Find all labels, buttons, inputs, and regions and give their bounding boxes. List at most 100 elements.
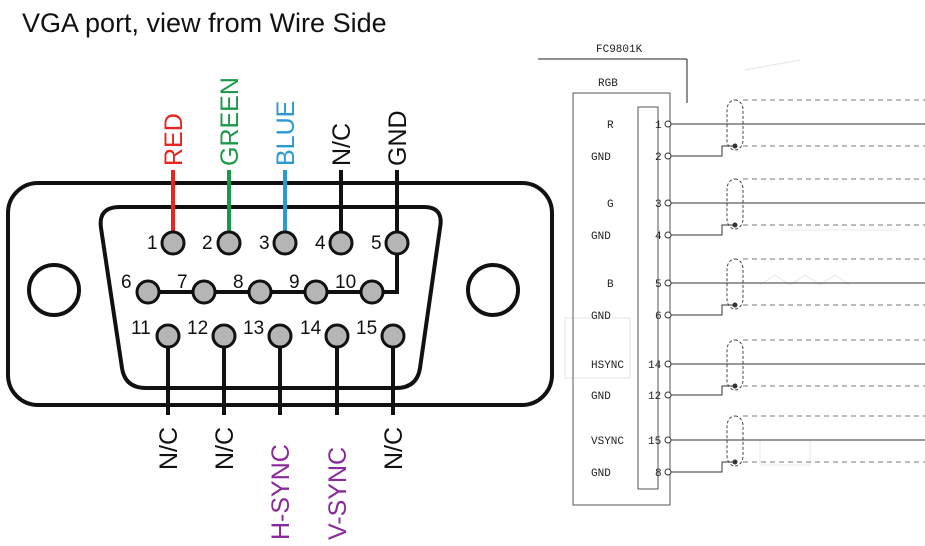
pin-11: [155, 323, 181, 349]
pin-7: [191, 279, 217, 305]
cable-shield: [726, 178, 744, 230]
pin-label: 3: [655, 199, 662, 211]
pin-9: [303, 279, 329, 305]
signal-label: GND: [591, 231, 611, 243]
signal-label: GND: [591, 152, 611, 164]
pin-terminal: [664, 231, 672, 239]
pin-10: [359, 279, 385, 305]
mounting-hole-right: [466, 263, 520, 317]
pin-number: 9: [289, 272, 300, 293]
shield-junction: [732, 222, 738, 228]
pin-number: 14: [300, 318, 322, 339]
signal-label: HSYNC: [591, 360, 624, 372]
signal-label: B: [607, 279, 614, 291]
ground-wire: [671, 145, 735, 157]
pin-number: 7: [177, 272, 188, 293]
pin-label: 14: [648, 360, 662, 372]
pin-5: [384, 230, 410, 256]
pin-label: 4: [655, 231, 662, 243]
ground-wire: [671, 304, 735, 316]
ghost-line: [744, 59, 801, 71]
cable-shield: [726, 99, 744, 151]
ground-wire: [671, 461, 735, 473]
diagram-title: VGA port, view from Wire Side: [22, 8, 387, 38]
pin-15: [380, 323, 406, 349]
pin-4: [328, 230, 354, 256]
pin-number: 6: [121, 272, 132, 293]
top-label-gnd: GND: [384, 110, 412, 166]
top-label-blue: BLUE: [272, 101, 300, 166]
cable-shield: [726, 258, 744, 310]
pin-number: 3: [259, 233, 270, 254]
pin-label: 15: [648, 436, 661, 448]
connector-body-outer: [572, 92, 671, 506]
pin-number: 2: [202, 233, 213, 254]
pin-terminal: [664, 279, 672, 287]
top-signal-labels: RED GREEN BLUE N/C GND: [160, 77, 412, 166]
signal-label: GND: [591, 391, 611, 403]
pin-2: [216, 230, 242, 256]
top-label-green: GREEN: [216, 77, 244, 166]
ghost-line: [759, 274, 851, 286]
pin-terminal: [664, 120, 672, 128]
shield-junction: [732, 459, 738, 465]
signal-label: GND: [591, 311, 611, 323]
pin-6: [135, 279, 161, 305]
pin-terminal: [664, 311, 672, 319]
pin-label: 12: [648, 391, 661, 403]
shield-junction: [732, 302, 738, 308]
pin-label: 6: [655, 311, 662, 323]
pin-1: [160, 230, 186, 256]
connector-header: RGB: [598, 78, 618, 90]
ground-wire: [671, 224, 735, 236]
pin-8: [247, 279, 273, 305]
pin-number: 8: [233, 272, 244, 293]
pin-number: 1: [147, 233, 158, 254]
bottom-label-nc: N/C: [380, 427, 408, 470]
pin-terminal: [664, 436, 672, 444]
pin-number: 10: [335, 272, 356, 293]
pin-terminal: [664, 152, 672, 160]
pin-12: [211, 323, 237, 349]
pin-label: 2: [655, 152, 662, 164]
shield-junction: [732, 383, 738, 389]
bottom-label-nc: N/C: [211, 427, 239, 470]
pin-number: 12: [187, 318, 208, 339]
cable-shield: [726, 339, 744, 391]
pin-terminal: [664, 360, 672, 368]
pin-terminal: [664, 468, 672, 476]
pin-label: 1: [655, 120, 662, 132]
pin-14: [324, 323, 350, 349]
pin-number: 11: [131, 318, 151, 339]
ghost-box: [759, 439, 811, 466]
pin-number: 5: [371, 233, 382, 254]
pin-terminal: [664, 199, 672, 207]
signal-label: GND: [591, 468, 611, 480]
top-label-nc: N/C: [328, 123, 356, 166]
pin-label: 8: [655, 468, 662, 480]
pin-number: 15: [356, 318, 377, 339]
background-artifacts: [564, 59, 900, 466]
bottom-label-vsync: V-SYNC: [324, 447, 352, 540]
top-label-red: RED: [160, 113, 188, 166]
cable-shield: [726, 415, 744, 467]
pin-number: 13: [243, 318, 264, 339]
bottom-label-hsync: H-SYNC: [267, 444, 295, 540]
pin-13: [267, 323, 293, 349]
signal-label: VSYNC: [591, 436, 624, 448]
signal-label: G: [607, 199, 614, 211]
ghost-box: [564, 317, 631, 379]
pin-label: 5: [655, 279, 662, 291]
ground-wire: [671, 385, 735, 396]
shield-junction: [732, 143, 738, 149]
signal-label: R: [607, 120, 614, 132]
connector-body-inner: [637, 106, 659, 490]
part-label: FC9801K: [596, 44, 643, 56]
pin-terminal: [664, 391, 672, 399]
mounting-hole-left: [27, 263, 81, 317]
